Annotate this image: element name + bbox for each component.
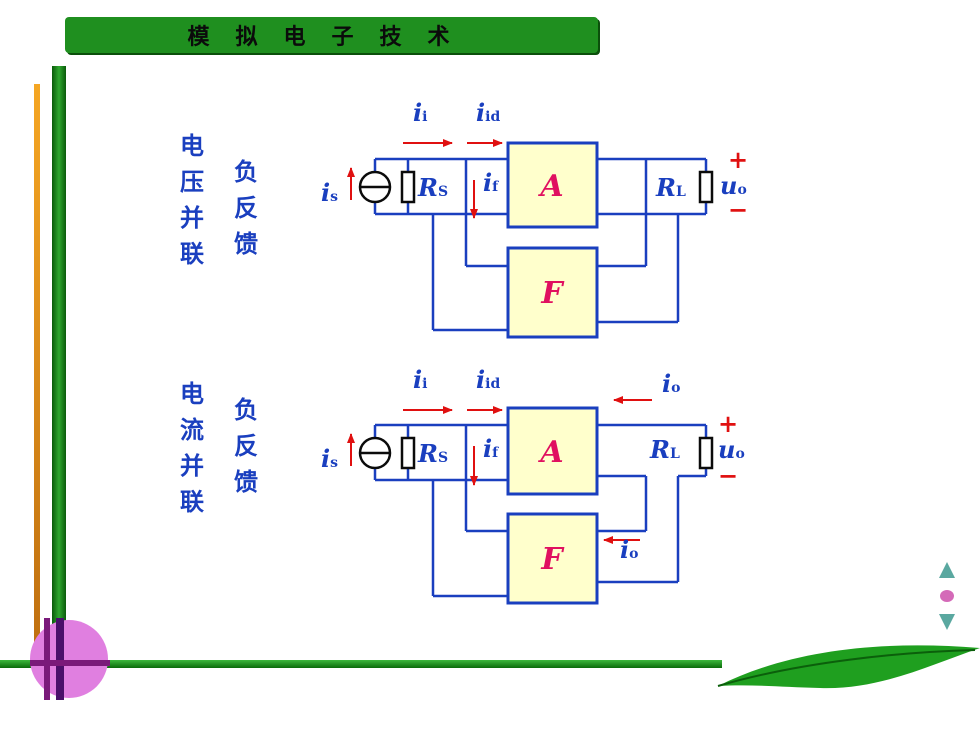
left-orange-bar — [34, 84, 40, 644]
svg-text:io: io — [662, 369, 680, 398]
resistor-rl-icon — [698, 170, 714, 204]
decorative-cross-v2 — [56, 618, 64, 700]
svg-text:uo: uo — [720, 171, 747, 200]
amplifier-block — [506, 141, 599, 229]
svg-text:iid: iid — [476, 365, 500, 394]
d2-minus: − — [718, 461, 738, 490]
svg-text:RL: RL — [655, 173, 686, 202]
d2-amp-label: A — [537, 435, 563, 470]
nav-down-button[interactable] — [937, 612, 957, 632]
svg-text:RS: RS — [417, 439, 448, 468]
d1-iid-label: i — [476, 98, 485, 127]
d1-rl-label: R — [655, 173, 676, 202]
bottom-green-line — [0, 660, 722, 668]
d2-plus: + — [718, 409, 738, 438]
d2-iid-label: i — [476, 365, 485, 394]
svg-text:RL: RL — [649, 435, 680, 464]
d2-rs-label: R — [417, 439, 438, 468]
diagram1-label-col1: 电压并联 — [180, 132, 204, 268]
svg-text:if: if — [483, 434, 499, 463]
diagram2-label-col2: 负反馈 — [234, 396, 258, 496]
d2-io-fb-label: i — [620, 535, 629, 564]
svg-text:is: is — [321, 444, 338, 473]
d1-plus: + — [728, 145, 748, 174]
svg-text:ii: ii — [413, 98, 427, 127]
decorative-leaf — [718, 645, 980, 689]
diagram2-label-col1: 电流并联 — [180, 380, 204, 516]
svg-text:is: is — [321, 178, 338, 207]
diagram1-label-col2: 负反馈 — [234, 158, 258, 258]
svg-text:if: if — [483, 168, 499, 197]
d2-uo-label: u — [718, 435, 735, 464]
d1-amp-label: A — [537, 169, 563, 204]
d1-if-label: i — [483, 168, 492, 197]
feedback-block — [506, 246, 599, 339]
d1-ii-label: i — [413, 98, 422, 127]
svg-text:RS: RS — [417, 173, 448, 202]
circle-icon — [940, 590, 954, 602]
diagram1 — [373, 157, 708, 332]
left-green-bar — [52, 66, 66, 636]
decorative-purple-circle — [30, 620, 108, 698]
header-bar: 模拟电子技术 — [65, 17, 598, 53]
d1-is-label: i — [321, 178, 330, 207]
diagram2 — [373, 423, 708, 598]
decorative-cross-v1 — [44, 618, 50, 700]
d1-fb-label: F — [540, 276, 565, 311]
d2-fb-label: F — [540, 542, 565, 577]
svg-text:iid: iid — [476, 98, 500, 127]
svg-text:uo: uo — [718, 435, 745, 464]
decorative-cross-h — [30, 660, 110, 666]
d1-rs-label: R — [417, 173, 438, 202]
d2-rl-label: R — [649, 435, 670, 464]
nav-up-button[interactable] — [937, 560, 957, 580]
d1-minus: − — [728, 195, 748, 224]
triangle-down-icon — [939, 614, 955, 630]
d2-io-label: i — [662, 369, 671, 398]
triangle-up-icon — [939, 562, 955, 578]
resistor-rs-icon — [400, 170, 416, 204]
d1-uo-label: u — [720, 171, 737, 200]
d2-if-label: i — [483, 434, 492, 463]
page-title: 模拟电子技术 — [187, 25, 476, 50]
d2-ii-label: i — [413, 365, 422, 394]
svg-text:io: io — [620, 535, 638, 564]
d2-is-label: i — [321, 444, 330, 473]
nav-home-button[interactable] — [939, 588, 955, 604]
svg-text:ii: ii — [413, 365, 427, 394]
